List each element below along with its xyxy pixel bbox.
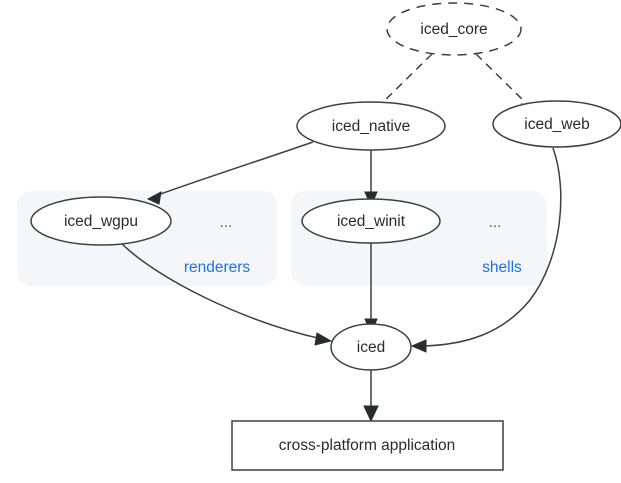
node-iced-core[interactable]: iced_core bbox=[386, 2, 522, 56]
node-iced-core-shape[interactable] bbox=[386, 2, 522, 56]
node-iced-web-label: iced_web bbox=[524, 116, 590, 133]
node-iced-wgpu[interactable]: iced_wgpu bbox=[30, 196, 172, 246]
cluster-shells-label: shells bbox=[482, 259, 522, 276]
edge-iced-to-application bbox=[363, 369, 379, 423]
node-iced-native-shape[interactable] bbox=[296, 101, 446, 151]
node-iced-wgpu-shape[interactable] bbox=[30, 196, 172, 246]
node-iced-winit-shape[interactable] bbox=[301, 198, 441, 244]
node-iced-native-label: iced_native bbox=[332, 118, 410, 135]
edge-iced-native-to-iced-wgpu-arrowhead bbox=[146, 191, 162, 205]
edge-iced-wgpu-to-iced bbox=[120, 242, 333, 346]
node-cross-platform-application[interactable]: cross-platform application bbox=[231, 420, 504, 471]
cluster-renderers-ellipsis: ... bbox=[220, 214, 233, 231]
node-cross-platform-application-shape[interactable] bbox=[231, 420, 504, 471]
edge-iced-wgpu-to-iced-arrowhead bbox=[314, 332, 333, 346]
node-iced-winit-label: iced_winit bbox=[337, 213, 406, 230]
edge-iced-native-to-iced-winit bbox=[364, 145, 378, 208]
edge-iced-web-to-iced bbox=[410, 147, 562, 353]
node-iced-winit[interactable]: iced_winit bbox=[301, 198, 441, 244]
node-iced-shape[interactable] bbox=[330, 323, 412, 371]
edge-iced-core-to-iced-web-line bbox=[475, 53, 529, 106]
cluster-renderers-label: renderers bbox=[184, 259, 251, 276]
cluster-shells-ellipsis: ... bbox=[489, 214, 502, 231]
edge-iced-web-to-iced-line bbox=[421, 147, 562, 347]
edge-iced-web-to-iced-arrowhead bbox=[410, 339, 427, 353]
edge-iced-to-application-arrowhead bbox=[363, 405, 379, 423]
node-iced-native[interactable]: iced_native bbox=[296, 101, 446, 151]
node-iced-label: iced bbox=[357, 339, 385, 356]
edge-iced-native-to-iced-wgpu-line bbox=[154, 141, 314, 197]
node-iced-web-shape[interactable] bbox=[492, 100, 621, 148]
node-iced[interactable]: iced bbox=[330, 323, 412, 371]
node-iced-web[interactable]: iced_web bbox=[492, 100, 621, 148]
edge-iced-core-to-iced-native-line bbox=[375, 53, 433, 110]
edge-iced-native-to-iced-wgpu bbox=[146, 141, 314, 205]
node-iced-wgpu-label: iced_wgpu bbox=[64, 213, 138, 230]
node-cross-platform-application-label: cross-platform application bbox=[279, 437, 456, 454]
node-iced-core-label: iced_core bbox=[420, 21, 487, 38]
edge-iced-wgpu-to-iced-line bbox=[120, 242, 323, 340]
